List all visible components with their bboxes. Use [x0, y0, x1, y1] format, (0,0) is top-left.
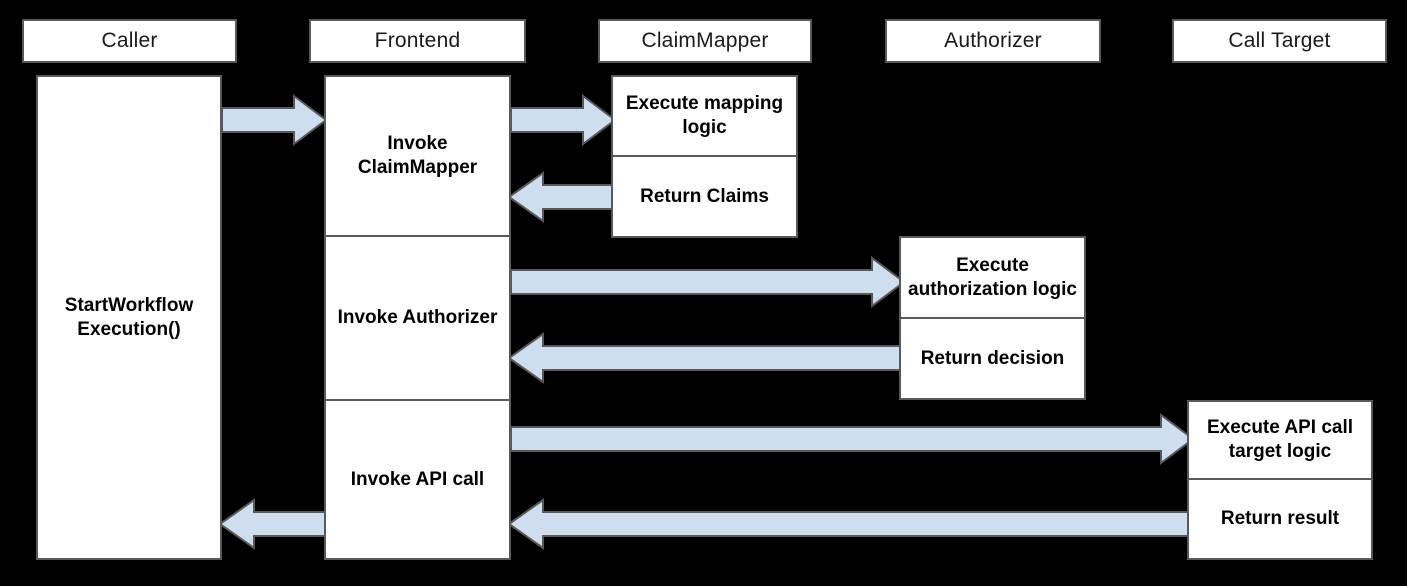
lane-header-label: Caller	[101, 29, 158, 52]
activation-return-result[interactable]: Return result	[1187, 479, 1373, 560]
activation-invoke-claimmapper[interactable]: Invoke ClaimMapper	[324, 75, 511, 236]
lane-header-frontend[interactable]: Frontend	[309, 19, 526, 63]
lane-header-label: Frontend	[374, 29, 461, 52]
activation-label: Return result	[1220, 508, 1340, 530]
activation-label: Invoke API call	[350, 468, 485, 490]
activation-invoke-authorizer[interactable]: Invoke Authorizer	[324, 236, 511, 400]
activation-label: Execute API call target logic	[1206, 417, 1354, 462]
arrow-claimmapper-to-frontend	[507, 171, 616, 223]
lane-header-label: Authorizer	[944, 29, 1042, 52]
activation-execute-mapping-logic[interactable]: Execute mapping logic	[611, 75, 798, 156]
lane-header-authorizer[interactable]: Authorizer	[885, 19, 1101, 63]
activation-label: Invoke ClaimMapper	[357, 133, 478, 178]
activation-label: Execute mapping logic	[625, 93, 784, 138]
activation-label: Invoke Authorizer	[337, 307, 498, 329]
activation-label: StartWorkflow Execution()	[64, 294, 194, 340]
lane-header-claimmapper[interactable]: ClaimMapper	[598, 19, 812, 63]
arrow-frontend-to-call-target	[510, 413, 1195, 465]
arrow-frontend-to-caller	[218, 498, 327, 550]
arrow-authorizer-to-frontend	[507, 332, 905, 384]
activation-return-decision[interactable]: Return decision	[899, 318, 1086, 400]
activation-label: Return decision	[920, 347, 1065, 369]
activation-label: Execute authorization logic	[908, 254, 1077, 300]
activation-invoke-api-call[interactable]: Invoke API call	[324, 400, 511, 560]
lane-header-label: Call Target	[1228, 29, 1331, 52]
lane-header-caller[interactable]: Caller	[22, 19, 237, 63]
activation-label: Return Claims	[640, 185, 769, 207]
lane-header-call-target[interactable]: Call Target	[1172, 19, 1387, 63]
arrow-caller-to-frontend	[221, 94, 328, 146]
arrow-frontend-to-claimmapper	[510, 94, 617, 146]
arrow-call-target-to-frontend	[507, 498, 1194, 550]
arrow-frontend-to-authorizer	[510, 256, 906, 308]
lane-header-label: ClaimMapper	[641, 29, 769, 52]
activation-execute-api-call-target-logic[interactable]: Execute API call target logic	[1187, 400, 1373, 479]
activation-execute-authorization-logic[interactable]: Execute authorization logic	[899, 236, 1086, 318]
activation-start-workflow-execution[interactable]: StartWorkflow Execution()	[36, 75, 222, 560]
activation-return-claims[interactable]: Return Claims	[611, 156, 798, 238]
